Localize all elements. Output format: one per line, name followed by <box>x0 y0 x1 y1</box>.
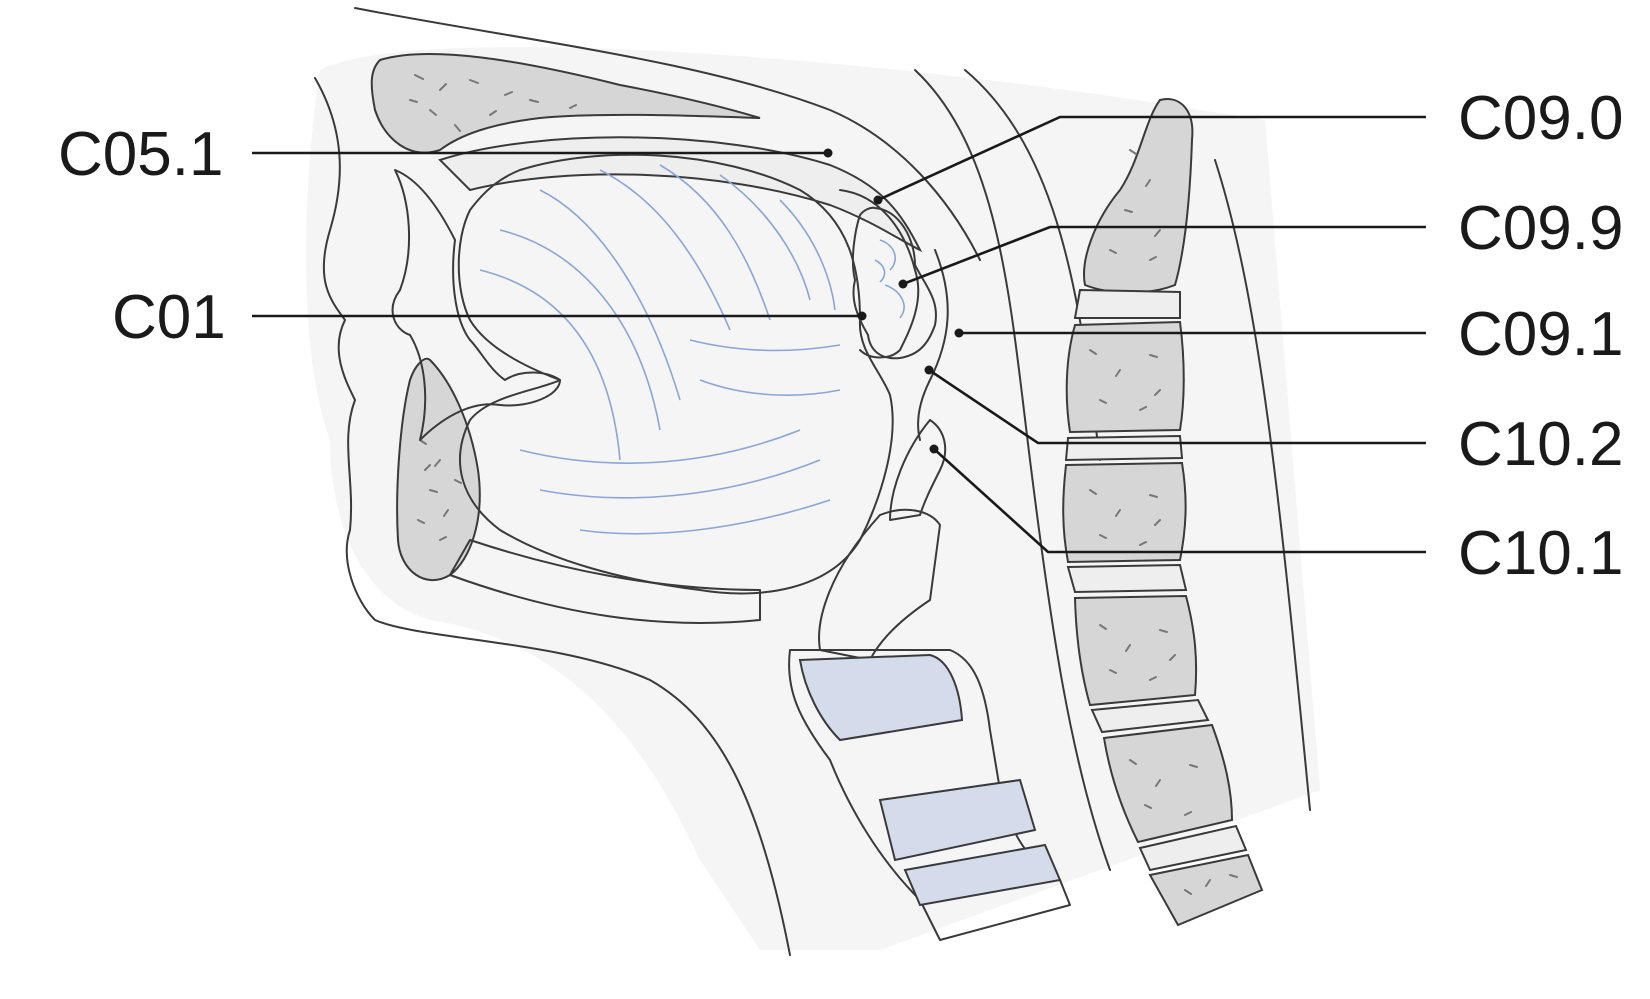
cervical-spine <box>1062 98 1264 927</box>
labels: C05.1 C01 C09.0 C09.9 C09.1 C10.2 C10.1 <box>58 84 1623 588</box>
label-c01: C01 <box>112 283 226 352</box>
label-c09-9: C09.9 <box>1458 194 1623 263</box>
label-c09-0: C09.0 <box>1458 84 1623 153</box>
label-c10-2: C10.2 <box>1458 410 1623 479</box>
label-c10-1: C10.1 <box>1458 519 1623 588</box>
label-c05-1: C05.1 <box>58 120 223 189</box>
pharyngeal-wall <box>917 249 949 441</box>
pointer-dot-c05-1 <box>823 148 833 158</box>
pointer-dot-c09-1 <box>954 328 964 338</box>
pointer-dot-c09-0 <box>873 195 883 205</box>
leader-c09-0 <box>877 115 1426 202</box>
tongue <box>457 153 894 595</box>
pointer-dot-c10-2 <box>924 365 934 375</box>
larynx <box>788 419 1071 941</box>
floor-of-mouth <box>449 539 761 624</box>
leader-c09-9 <box>902 225 1426 286</box>
pointer-dot-c01 <box>857 311 867 321</box>
background-tissue <box>306 47 1320 951</box>
soft-palate <box>438 136 923 253</box>
leader-c10-2 <box>928 368 1426 445</box>
leader-lines <box>252 115 1426 554</box>
lip-teeth-region <box>391 169 561 441</box>
palate-bone <box>370 53 761 154</box>
pointer-dot-c10-1 <box>929 444 939 454</box>
pointer-dot-c09-9 <box>898 279 908 289</box>
leader-c10-1 <box>933 448 1426 554</box>
mandible-bone <box>396 357 481 581</box>
tonsil <box>839 189 937 360</box>
label-c09-1: C09.1 <box>1458 300 1623 369</box>
